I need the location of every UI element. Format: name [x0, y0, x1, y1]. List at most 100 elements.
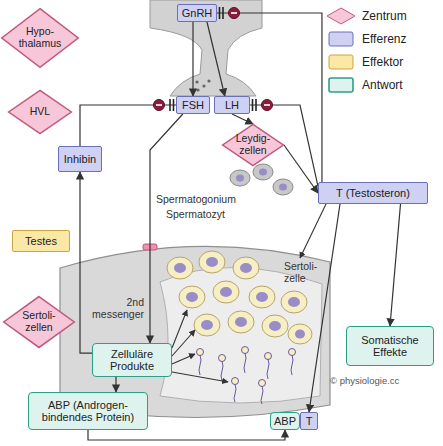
connector	[284, 145, 318, 193]
leydig-cell	[273, 179, 293, 195]
germ-cell	[179, 286, 205, 308]
node-text-wrap: Testes	[25, 235, 57, 247]
sertoli-cell	[160, 267, 322, 403]
inhibition-bar	[252, 99, 254, 111]
pituitary-shape	[150, 0, 262, 96]
node-text-wrap: ABP (Androgen-bindendes Protein)	[31, 399, 144, 423]
inhibition-mark	[154, 99, 174, 111]
node-text: ABP	[274, 415, 296, 427]
node-text-wrap: Somatische Effekte	[349, 334, 432, 358]
node-text: Inhibin	[64, 153, 96, 165]
legend-item: Antwort	[326, 76, 403, 94]
legend-text: Antwort	[362, 78, 403, 92]
cell-nucleus	[201, 320, 213, 330]
node-text: FSH	[182, 99, 204, 111]
legend-swatch-frame	[326, 30, 356, 48]
minus-sign	[264, 104, 270, 106]
sperm-head	[265, 353, 272, 360]
sperm-head	[242, 347, 249, 354]
inhibition-bar	[173, 99, 175, 111]
node-text: GnRH	[182, 7, 213, 19]
legend-text: Zentrum	[362, 9, 407, 23]
node-text: Hypo- thalamus	[15, 26, 65, 49]
sperm-head	[259, 380, 266, 387]
connector	[192, 22, 193, 96]
inhibition-mark	[220, 7, 240, 19]
efferent-box: T	[300, 412, 318, 430]
sperm-head	[197, 349, 204, 356]
leydig-cell	[230, 170, 250, 186]
efferent-box: T (Testosteron)	[318, 182, 428, 204]
inhibition-bar	[222, 7, 224, 19]
hormone-dot	[195, 80, 198, 83]
center-diamond: Sertoli- zellen	[3, 296, 75, 348]
sperm-head	[219, 355, 226, 362]
germ-cell	[262, 315, 288, 337]
legend-item: Zentrum	[326, 7, 407, 25]
diamond-shape	[2, 9, 78, 68]
effector-box: Testes	[12, 230, 70, 252]
germ-cell	[288, 324, 312, 344]
legend-swatch	[329, 78, 353, 92]
diamond-shape	[223, 124, 284, 165]
inhibition-bar	[169, 99, 171, 111]
inhibition-mark	[253, 99, 273, 111]
cell-nucleus	[279, 184, 287, 191]
center-diamond: HVL	[8, 90, 72, 134]
node-text: ABP (Androgen-bindendes Protein)	[31, 399, 144, 423]
cell-nucleus	[256, 292, 268, 302]
legend-swatch	[327, 8, 355, 24]
minus-sign	[156, 104, 162, 106]
diamond-shape	[9, 90, 72, 133]
product-arrow	[172, 354, 195, 364]
sperm-head	[289, 349, 296, 356]
label-text: Spermatozyt	[166, 209, 225, 221]
node-text-wrap: Sertoli- zellen	[16, 310, 62, 333]
center-diamond: Leydig- zellen	[222, 124, 284, 166]
germ-cell	[233, 257, 259, 279]
connector	[80, 172, 92, 353]
efferent-box: Inhibin	[58, 146, 102, 172]
efferent-box: GnRH	[177, 4, 217, 22]
germ-cell	[213, 281, 239, 303]
cell-nucleus	[288, 297, 300, 307]
diamond-shape	[4, 297, 75, 348]
node-text-wrap: FSH	[182, 99, 204, 111]
node-text: T	[306, 415, 313, 427]
minus-circle	[229, 8, 240, 19]
cell-nucleus	[174, 263, 186, 273]
cell-nucleus	[206, 257, 218, 267]
germ-cell	[228, 311, 254, 333]
node-text: Leydig- zellen	[233, 133, 273, 156]
sperm-tail	[221, 361, 223, 381]
germ-cell	[281, 291, 307, 313]
label-text: Sertoli- zelle	[284, 261, 328, 284]
sperm-head	[232, 378, 239, 385]
germ-cell	[167, 257, 193, 279]
hormone-dot	[202, 84, 205, 87]
cell-nucleus	[235, 317, 247, 327]
response-box: ABP (Androgen-bindendes Protein)	[28, 392, 148, 430]
leader-arrows	[172, 204, 326, 382]
legend-item: Effektor	[326, 53, 403, 71]
sperm-tail	[267, 359, 269, 379]
hormone-dot	[196, 88, 199, 91]
node-text: HVL	[30, 106, 50, 118]
node-text-wrap: T	[306, 415, 313, 427]
cell-nucleus	[236, 175, 244, 182]
node-text-wrap: Hypo- thalamus	[15, 26, 65, 49]
connector	[390, 204, 401, 326]
legend-swatch-frame	[326, 53, 356, 71]
sperm-tail	[291, 355, 293, 375]
cell-nucleus	[259, 169, 267, 176]
connector	[80, 105, 176, 146]
product-arrow	[172, 330, 195, 356]
legend-swatch-frame	[326, 76, 356, 94]
hormone-dot	[207, 79, 210, 82]
response-box: Zelluläre Produkte	[92, 343, 172, 377]
node-text: T (Testosteron)	[336, 187, 410, 199]
node-text: Sertoli- zellen	[16, 310, 62, 333]
label-text: 2nd messenger	[86, 297, 144, 320]
sperm-tail	[261, 386, 263, 404]
legend-item: Efferenz	[326, 30, 406, 48]
